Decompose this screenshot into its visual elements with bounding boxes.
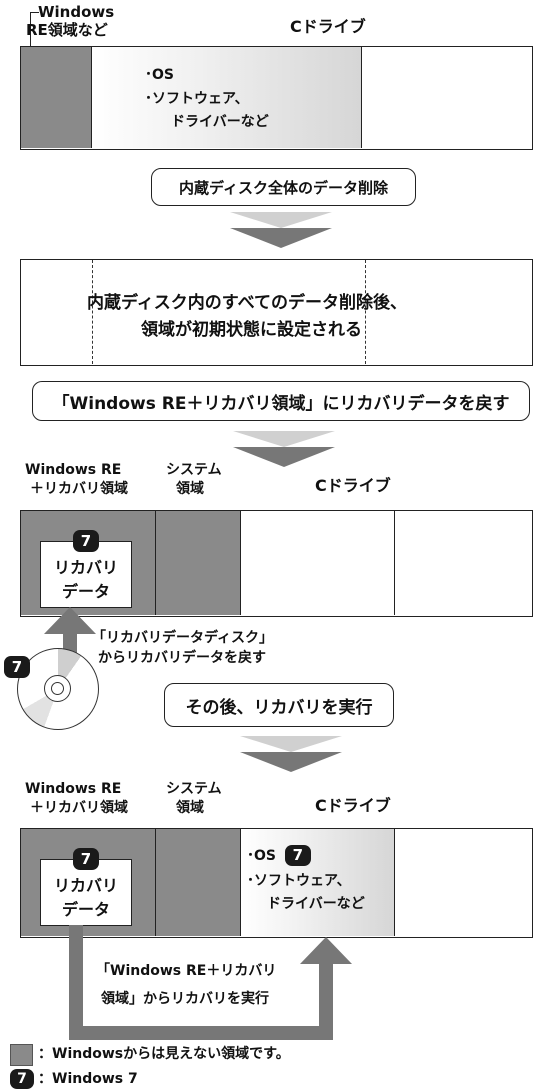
s3-up-arrow-head — [44, 607, 96, 634]
s1-bullet-os: ･OS — [145, 67, 174, 83]
legend-windows7-badge: 7 — [10, 1069, 34, 1089]
s4-note-1: 「Windows RE＋リカバリ — [96, 963, 277, 979]
s3-disk: 7 リカバリ データ — [20, 510, 533, 617]
s4-bullet-drivers: ドライバーなど — [267, 896, 365, 912]
s3-disc-note-1: 「リカバリデータディスク」 — [92, 630, 274, 646]
s2-line-2: 領域が初期状態に設定される — [141, 320, 362, 340]
s3-cdrive-divider — [394, 511, 395, 615]
s4-recovery-line-1: リカバリ — [53, 876, 118, 895]
s4-winre-label-2: ＋リカバリ領域 — [30, 800, 128, 816]
s2-line-1: 内蔵ディスク内のすべてのデータ削除後、 — [87, 293, 407, 313]
winre-bracket — [30, 12, 39, 49]
down-chevron-1b — [230, 228, 332, 248]
s1-disk: ･OS ･ソフトウェア、 ドライバーなど — [20, 46, 533, 150]
s1-winre-label-1: Windows — [38, 3, 115, 21]
s3-system-area — [156, 511, 241, 615]
s2-dash-left — [92, 260, 93, 364]
s1-bullet-software: ･ソフトウェア、 — [145, 91, 249, 107]
windows7-badge: 7 — [73, 530, 99, 552]
s3-disc-note-2: からリカバリデータを戻す — [98, 650, 266, 666]
s3-cdrive-label: Cドライブ — [315, 476, 391, 495]
s2-disk: 内蔵ディスク内のすべてのデータ削除後、 領域が初期状態に設定される — [20, 259, 533, 366]
down-chevron-3b — [240, 752, 342, 772]
s2-dash-right — [365, 260, 366, 364]
down-chevron-2 — [233, 431, 335, 447]
s3-system-label-2: 領域 — [176, 481, 204, 497]
disc-windows7-badge: 7 — [4, 656, 30, 678]
s4-os-text: ･OS — [247, 847, 276, 864]
down-chevron-1 — [230, 212, 332, 228]
os-windows7-badge: 7 — [284, 845, 311, 866]
down-chevron-2b — [233, 447, 335, 467]
step-delete-label: 内蔵ディスク全体のデータ削除 — [151, 168, 416, 206]
step-restore-label: 「Windows RE＋リカバリ領域」にリカバリデータを戻す — [32, 381, 530, 421]
s4-bullet-software: ･ソフトウェア、 — [247, 873, 351, 889]
s1-winre-label-2: RE領域など — [26, 21, 108, 39]
s1-winre-area — [21, 47, 92, 148]
s4-system-label-1: システム — [166, 781, 222, 797]
s3-recovery-data: 7 リカバリ データ — [40, 530, 132, 608]
recovery-disc-icon — [17, 648, 99, 730]
s3-recovery-line-2: データ — [61, 582, 110, 601]
s4-recovery-line-2: データ — [61, 900, 110, 919]
windows7-badge: 7 — [73, 848, 99, 870]
legend-gray-text: ：Windowsからは見えない領域です。 — [38, 1046, 290, 1062]
s4-bullet-os: ･OS 7 — [247, 845, 311, 866]
s1-cdrive-label: Cドライブ — [290, 17, 366, 36]
s4-recovery-data: 7 リカバリ データ — [40, 848, 132, 926]
s4-system-area — [156, 829, 241, 936]
s4-arrow-up — [319, 962, 333, 1040]
s4-disk: 7 リカバリ データ ･OS 7 ･ソフトウェア、 ドライバーなど — [20, 828, 533, 938]
s3-winre-label-2: ＋リカバリ領域 — [30, 481, 128, 497]
s4-cdrive-label: Cドライブ — [315, 796, 391, 815]
s3-winre-label-1: Windows RE — [25, 462, 122, 478]
s3-recovery-line-1: リカバリ — [53, 558, 118, 577]
s3-system-label-1: システム — [166, 462, 222, 478]
s4-arrow-head — [300, 937, 352, 964]
s4-system-label-2: 領域 — [176, 800, 204, 816]
s1-bullet-drivers: ドライバーなど — [171, 114, 269, 130]
s4-arrow-bottom — [69, 1026, 333, 1040]
legend-gray-swatch — [10, 1044, 33, 1066]
legend-badge-text: ：Windows 7 — [38, 1071, 138, 1087]
down-chevron-3 — [240, 736, 342, 752]
s4-note-2: 領域」からリカバリを実行 — [101, 991, 269, 1007]
s4-os-area — [241, 829, 395, 936]
s4-arrow-down — [69, 925, 83, 1040]
s1-cdrive-area — [92, 47, 362, 148]
s4-winre-label-1: Windows RE — [25, 781, 122, 797]
step-execute-label: その後、リカバリを実行 — [164, 683, 394, 727]
